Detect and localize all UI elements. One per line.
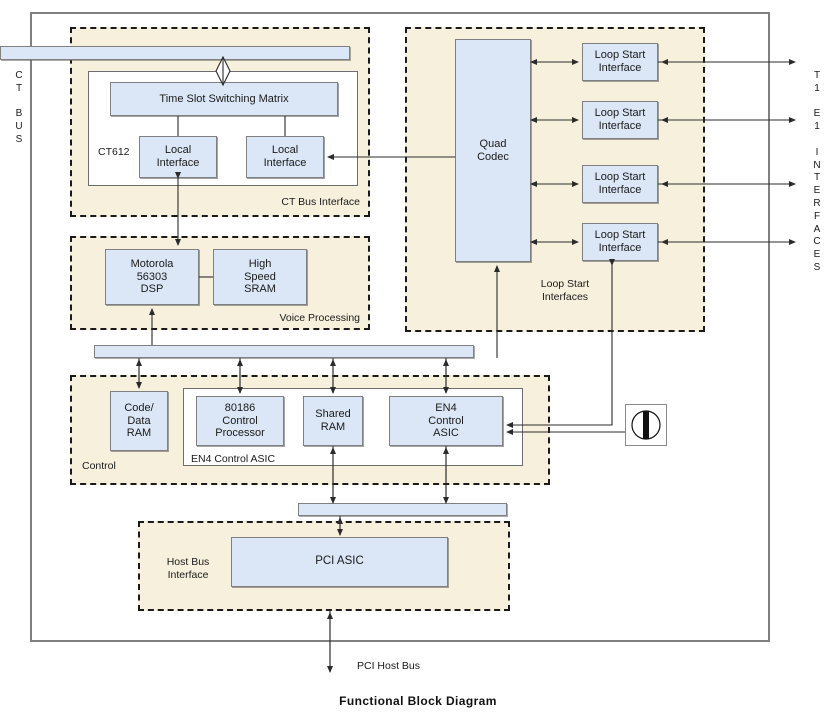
internal-bus-bar <box>94 345 474 358</box>
loop-start-interface-4: Loop Start Interface <box>582 223 658 261</box>
loop-start-interface-1: Loop Start Interface <box>582 43 658 81</box>
block-pci-asic: PCI ASIC <box>231 537 448 587</box>
block-shared-ram: Shared RAM <box>303 396 363 446</box>
region-voice-processing-label: Voice Processing <box>279 312 360 324</box>
loop-start-interface-2: Loop Start Interface <box>582 101 658 139</box>
t1-e1-interfaces-edge-label: T 1 E 1 I N T E R F A C E S <box>813 70 821 273</box>
block-motorola-56303-dsp: Motorola 56303 DSP <box>105 249 199 305</box>
region-loop-start-interfaces-label: Loop Start Interfaces <box>540 278 590 303</box>
region-control-label: Control <box>82 460 116 472</box>
block-en4-control-asic: EN4 Control ASIC <box>389 396 503 446</box>
block-high-speed-sram: High Speed SRAM <box>213 249 307 305</box>
figure-caption: Functional Block Diagram <box>339 694 497 708</box>
group-ct612-label: CT612 <box>98 146 130 158</box>
loop-start-interface-3: Loop Start Interface <box>582 165 658 203</box>
block-quad-codec: Quad Codec <box>455 39 531 262</box>
group-en4-control-asic-label: EN4 Control ASIC <box>191 453 276 465</box>
ct-bus-edge-label: C T B U S <box>15 70 23 145</box>
region-ct-bus-interface-label: CT Bus Interface <box>281 196 360 208</box>
pci-host-bus-label: PCI Host Bus <box>357 660 421 672</box>
connector-jack-glyph <box>631 410 661 440</box>
block-local-interface-b: Local Interface <box>246 136 324 178</box>
host-bus-bar <box>298 503 507 516</box>
connector-jack-icon <box>625 404 667 446</box>
block-80186-control-processor: 80186 Control Processor <box>196 396 284 446</box>
ct-bus-bar <box>0 46 350 60</box>
block-code-data-ram: Code/ Data RAM <box>110 391 168 451</box>
block-local-interface-a: Local Interface <box>139 136 217 178</box>
region-host-bus-interface-label: Host Bus Interface <box>166 556 210 581</box>
diagram-outer-frame <box>30 12 770 642</box>
block-time-slot-switching-matrix: Time Slot Switching Matrix <box>110 82 338 116</box>
